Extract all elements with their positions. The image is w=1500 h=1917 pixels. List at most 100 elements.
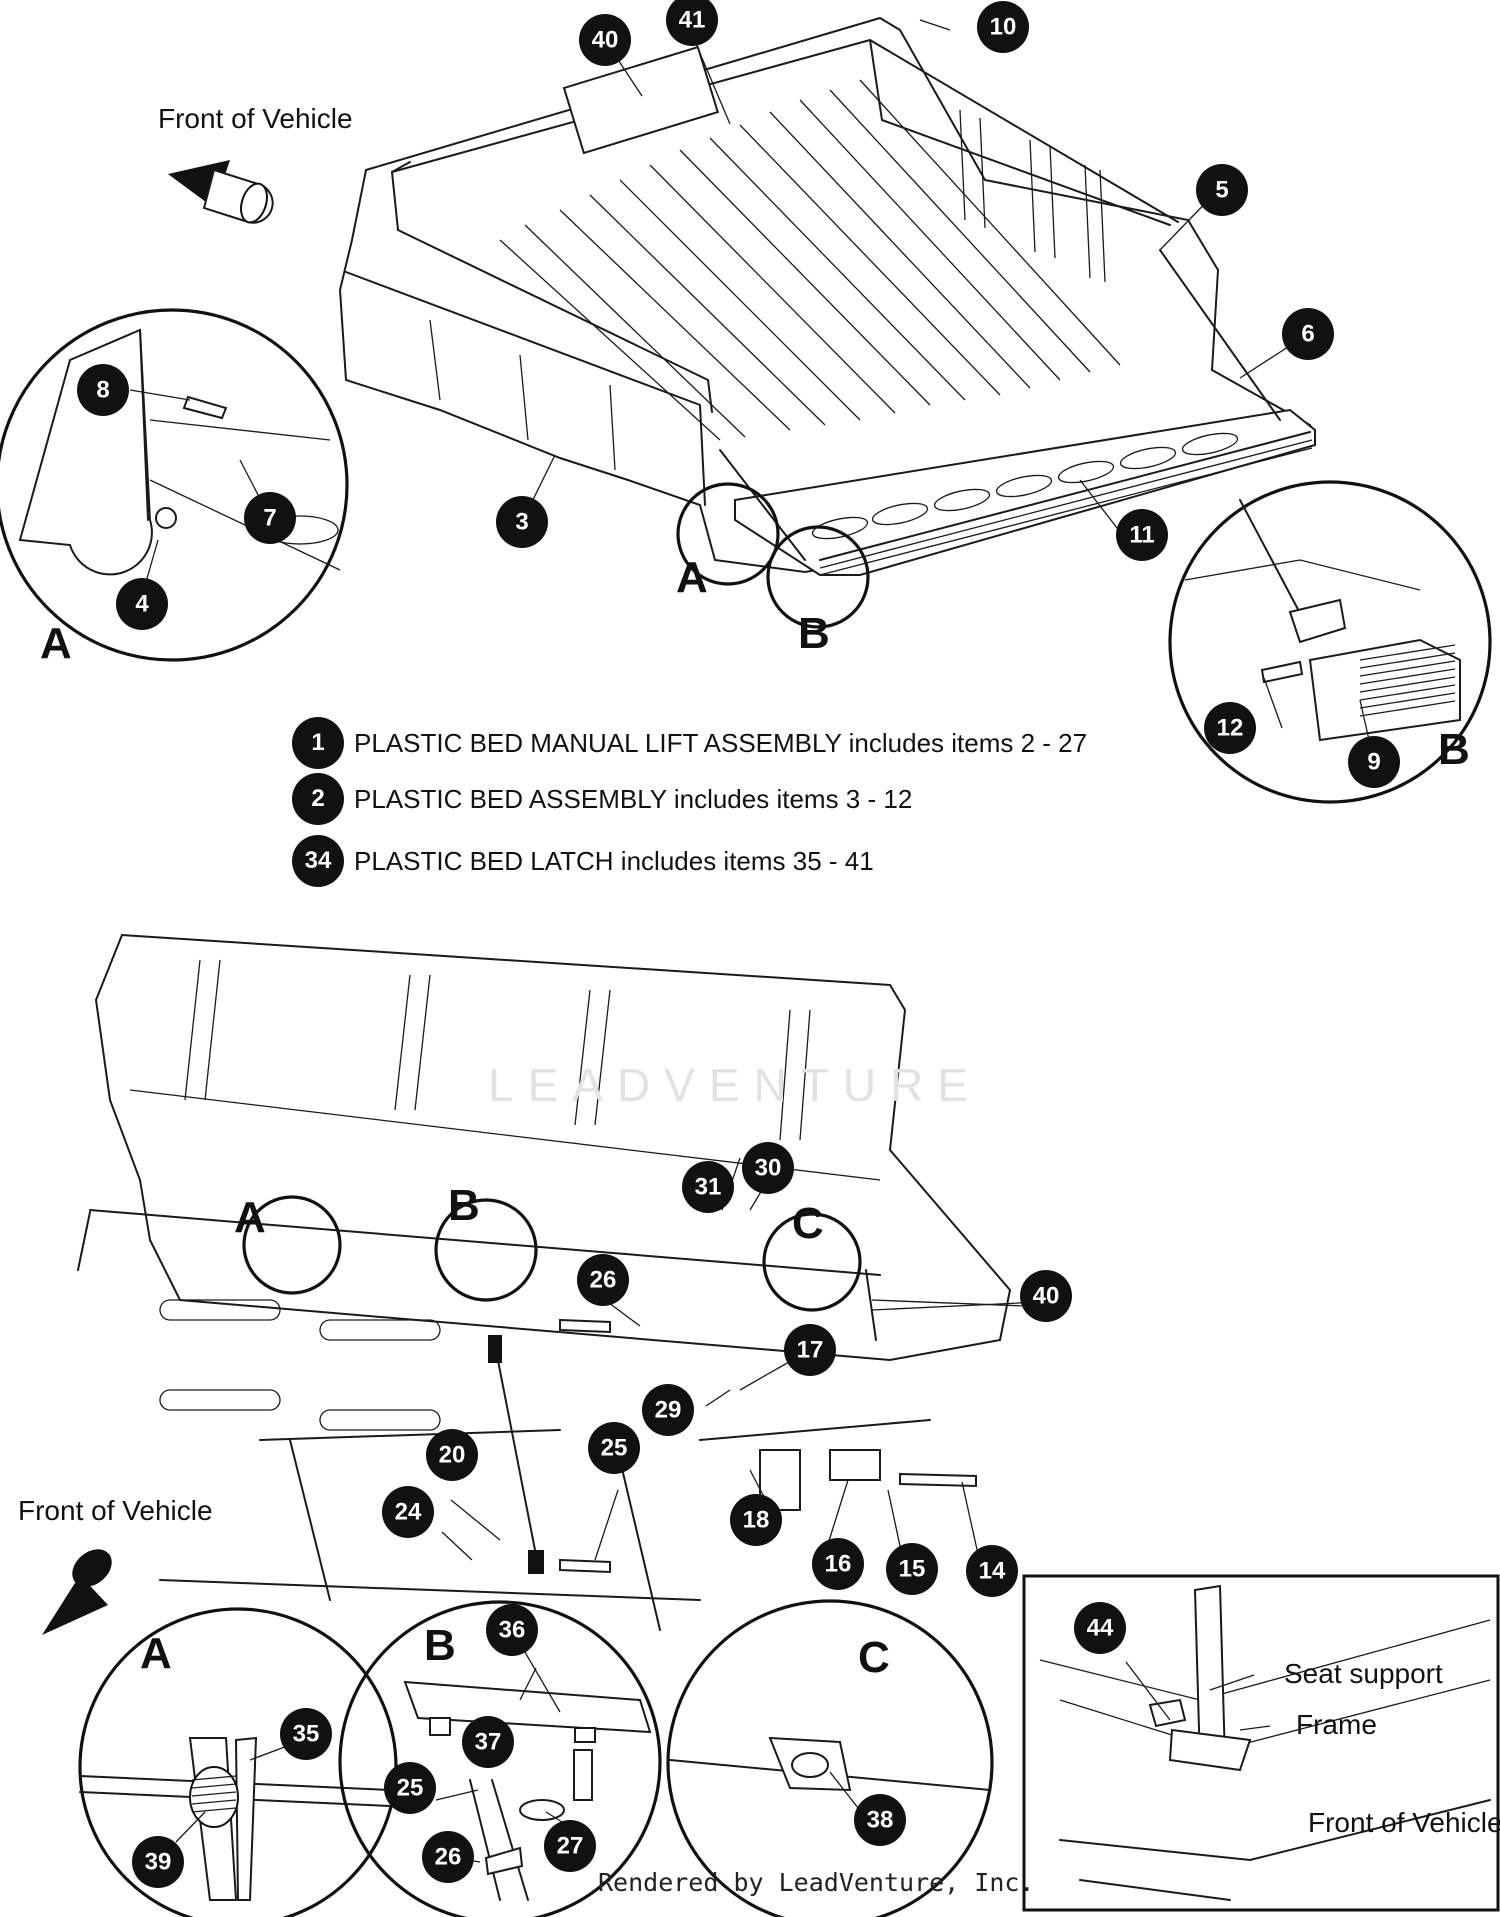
callout-bubble: 27 xyxy=(544,1820,596,1872)
callout-bubble: 3 xyxy=(496,496,548,548)
seat-support-label: Seat support xyxy=(1284,1658,1443,1689)
svg-text:5: 5 xyxy=(1215,177,1228,204)
callout-bubble: 26 xyxy=(577,1254,629,1306)
svg-text:25: 25 xyxy=(397,1775,424,1802)
detail-letter-a: A xyxy=(234,1193,266,1242)
front-of-vehicle-label: Front of Vehicle xyxy=(1308,1807,1500,1838)
callout-bubble: 40 xyxy=(579,14,631,66)
svg-text:16: 16 xyxy=(825,1551,852,1578)
svg-text:4: 4 xyxy=(135,591,149,618)
svg-text:38: 38 xyxy=(867,1807,894,1834)
legend-text: PLASTIC BED MANUAL LIFT ASSEMBLY include… xyxy=(354,727,1088,758)
svg-text:29: 29 xyxy=(655,1397,682,1424)
legend-row: 34 PLASTIC BED LATCH includes items 35 -… xyxy=(292,835,874,887)
callout-bubble: 17 xyxy=(784,1324,836,1376)
callout-bubble: 5 xyxy=(1196,164,1248,216)
callout-bubble: 9 xyxy=(1348,736,1400,788)
callout-bubble: 40 xyxy=(1020,1270,1072,1322)
svg-text:37: 37 xyxy=(475,1729,502,1756)
callout-bubbles: 40 41 10 5 6 11 3 8 7 4 12 9 31 30 40 26… xyxy=(77,0,1400,1888)
detail-letter-b: B xyxy=(424,1621,456,1670)
front-arrow-icon xyxy=(42,1549,112,1635)
callout-bubble: 36 xyxy=(486,1604,538,1656)
legend-text: PLASTIC BED LATCH includes items 35 - 41 xyxy=(354,845,874,876)
callout-bubble: 24 xyxy=(382,1486,434,1538)
svg-text:31: 31 xyxy=(695,1174,722,1201)
callout-bubble: 12 xyxy=(1204,702,1256,754)
bed-top-drawing xyxy=(338,16,1317,629)
legend-badge: 2 xyxy=(292,773,344,825)
svg-text:44: 44 xyxy=(1087,1615,1114,1642)
callout-bubble: 38 xyxy=(854,1794,906,1846)
callout-bubble: 31 xyxy=(682,1161,734,1213)
svg-text:3: 3 xyxy=(515,509,528,536)
detail-letter-c: C xyxy=(858,1633,890,1682)
svg-text:9: 9 xyxy=(1367,749,1380,776)
svg-text:25: 25 xyxy=(601,1435,628,1462)
callout-bubble: 6 xyxy=(1282,308,1334,360)
svg-text:27: 27 xyxy=(557,1833,584,1860)
callout-bubble: 14 xyxy=(966,1545,1018,1597)
callout-bubble: 25 xyxy=(384,1762,436,1814)
callout-bubble: 4 xyxy=(116,578,168,630)
svg-text:6: 6 xyxy=(1301,321,1314,348)
svg-text:40: 40 xyxy=(592,27,619,54)
frame-label: Frame xyxy=(1296,1709,1377,1740)
svg-text:41: 41 xyxy=(679,7,706,34)
callout-bubble: 29 xyxy=(642,1384,694,1436)
watermark: LEADVENTURE xyxy=(488,1059,982,1111)
detail-letter-b: B xyxy=(448,1181,480,1230)
svg-text:26: 26 xyxy=(590,1267,617,1294)
svg-text:18: 18 xyxy=(743,1507,770,1534)
front-arrow-icon xyxy=(168,160,274,224)
detail-letter-a: A xyxy=(40,619,72,668)
detail-b-bottom xyxy=(338,1600,662,1917)
detail-c-bottom xyxy=(666,1599,994,1917)
detail-b-top xyxy=(1168,480,1492,804)
callout-bubble: 20 xyxy=(426,1429,478,1481)
detail-a-bottom xyxy=(78,1607,398,1917)
front-of-vehicle-label: Front of Vehicle xyxy=(158,103,353,134)
callout-bubble: 35 xyxy=(280,1708,332,1760)
svg-text:14: 14 xyxy=(979,1558,1006,1585)
detail-letter-a: A xyxy=(140,1629,172,1678)
svg-text:36: 36 xyxy=(499,1617,526,1644)
legend-row: 1 PLASTIC BED MANUAL LIFT ASSEMBLY inclu… xyxy=(292,717,1087,769)
callout-bubble: 39 xyxy=(132,1836,184,1888)
legend-row: 2 PLASTIC BED ASSEMBLY includes items 3 … xyxy=(292,773,912,825)
detail-letter-b: B xyxy=(1438,725,1470,774)
detail-letter-a: A xyxy=(676,553,708,602)
callout-bubble: 16 xyxy=(812,1538,864,1590)
legend-badge: 1 xyxy=(292,717,344,769)
svg-text:10: 10 xyxy=(990,14,1017,41)
detail-letter-b: B xyxy=(798,609,830,658)
callout-bubble: 37 xyxy=(462,1716,514,1768)
svg-text:8: 8 xyxy=(96,377,109,404)
legend-badge: 34 xyxy=(292,835,344,887)
callout-bubble: 18 xyxy=(730,1494,782,1546)
callout-bubble: 8 xyxy=(77,364,129,416)
svg-text:11: 11 xyxy=(1129,522,1154,549)
callout-bubble: 30 xyxy=(742,1142,794,1194)
svg-text:30: 30 xyxy=(755,1155,782,1182)
detail-a-top xyxy=(0,308,349,662)
svg-text:12: 12 xyxy=(1217,715,1244,742)
svg-text:40: 40 xyxy=(1033,1283,1060,1310)
bed-underside-drawing xyxy=(77,933,1012,1631)
svg-text:24: 24 xyxy=(395,1499,422,1526)
callout-bubble: 7 xyxy=(244,492,296,544)
footer-credit: Rendered by LeadVenture, Inc. xyxy=(598,1868,1035,1897)
callout-bubble: 41 xyxy=(666,0,718,46)
callout-bubble: 15 xyxy=(886,1543,938,1595)
svg-text:7: 7 xyxy=(263,505,276,532)
detail-letter-c: C xyxy=(792,1199,824,1248)
svg-text:35: 35 xyxy=(293,1721,320,1748)
callout-bubble: 26 xyxy=(422,1831,474,1883)
svg-text:20: 20 xyxy=(439,1442,466,1469)
legend-text: PLASTIC BED ASSEMBLY includes items 3 - … xyxy=(354,783,913,814)
callout-bubble: 11 xyxy=(1116,509,1168,561)
callout-bubble: 10 xyxy=(977,1,1029,53)
svg-text:26: 26 xyxy=(435,1844,462,1871)
svg-text:15: 15 xyxy=(899,1556,926,1583)
